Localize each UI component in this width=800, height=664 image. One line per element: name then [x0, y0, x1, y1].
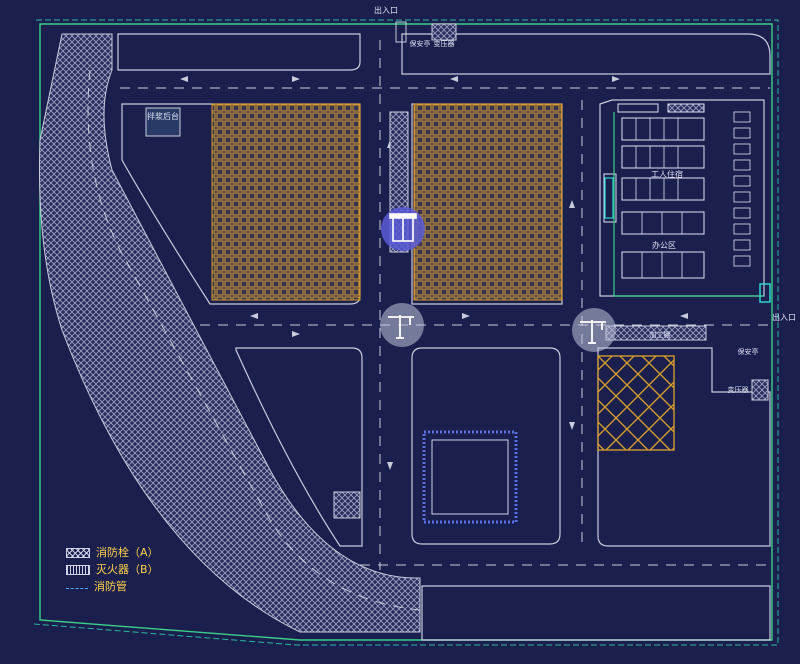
extinguisher-swatch: [66, 564, 90, 575]
outer-boundary: [33, 19, 779, 646]
office-boundary: [613, 112, 764, 297]
yellow-grid-east: [413, 103, 563, 301]
legend-row-hydrant: 消防栓（A）: [66, 544, 159, 561]
legend-row-extinguisher: 灭火器（B）: [66, 561, 159, 578]
legend-hydrant: 消防栓（A）: [96, 546, 159, 559]
mixing-station-box: [145, 107, 181, 137]
guard-north-label: 保安亭: [410, 39, 431, 48]
traffic-arrows: [180, 76, 688, 470]
mixing-station-label: 拌浆后台: [147, 111, 179, 121]
tower-crane-marker-2[interactable]: [572, 308, 616, 352]
tower-crane-marker-1[interactable]: [380, 303, 424, 347]
transformer-east-label: 变压器: [728, 385, 749, 394]
transformer-east-box: [751, 379, 769, 401]
transformer-north-box: [431, 23, 457, 41]
workers-dorm-label: 工人住宿: [651, 169, 683, 179]
legend-row-pipe: 消防管: [66, 578, 159, 595]
foundation-pit-outer: [422, 430, 518, 524]
dorm-room-dividers: [635, 118, 683, 278]
yellow-grid-west: [211, 103, 361, 301]
west-hatched-strip: [38, 33, 421, 633]
material-yard: [597, 355, 675, 451]
north-gate-label: 出入口: [374, 5, 398, 15]
small-material-box: [333, 491, 361, 519]
legend-fire-pipe: 消防管: [94, 580, 127, 593]
transformer-north-label: 变压器: [434, 39, 455, 48]
elevator-icon: [389, 213, 417, 242]
tower-crane-icon: [388, 315, 414, 339]
fire-pipe-swatch: [66, 588, 88, 589]
dorm-buildings: [603, 103, 705, 279]
parking-stalls: [733, 111, 751, 267]
processing-shed-label: 加工棚: [650, 330, 671, 339]
gate-booth-north: [395, 21, 407, 43]
guard-east-label: 保安亭: [738, 347, 759, 356]
legend: 消防栓（A） 灭火器（B） 消防管: [66, 544, 159, 595]
tower-crane-icon: [580, 320, 606, 344]
office-label: 办公区: [652, 240, 676, 250]
east-gate-marker: [759, 283, 771, 303]
east-gate-label: 出入口: [772, 312, 796, 322]
foundation-pit-inner: [431, 439, 509, 515]
legend-extinguisher: 灭火器（B）: [96, 563, 159, 576]
office-marker: [604, 177, 614, 219]
hydrant-swatch: [66, 547, 90, 558]
